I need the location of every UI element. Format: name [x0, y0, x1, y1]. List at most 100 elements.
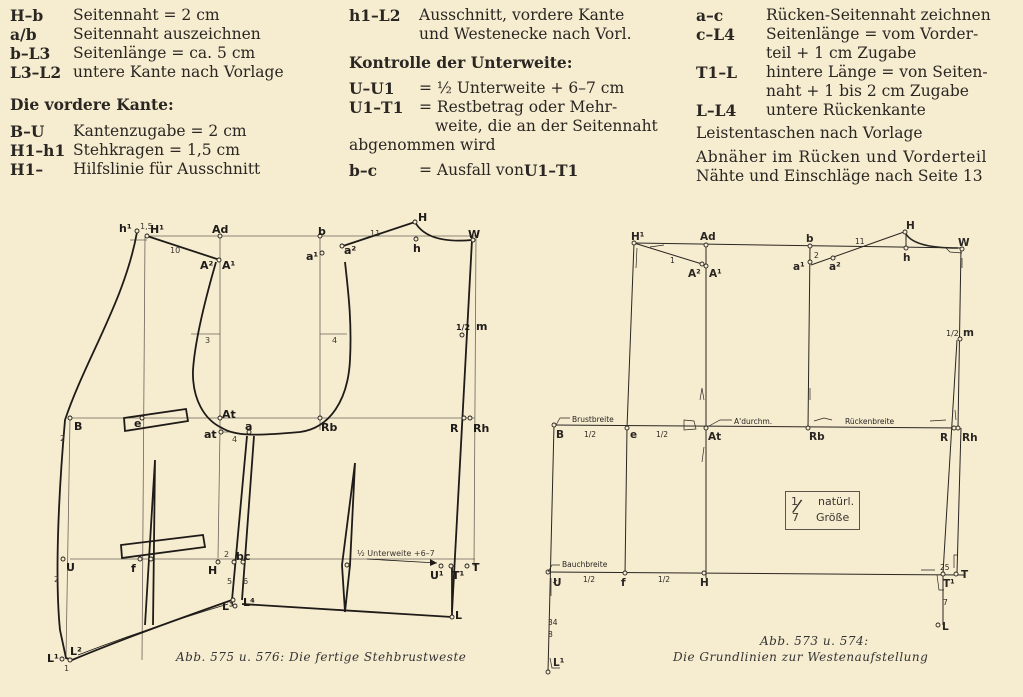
- legend-continuation: abgenommen wird: [349, 136, 496, 154]
- point-label: U: [553, 577, 562, 589]
- section-heading: Die vordere Kante:: [10, 95, 174, 114]
- point-label: h: [903, 252, 910, 264]
- note-paragraph: Abnäher im Rücken und Vorderteil: [696, 148, 987, 166]
- legend-continuation: weite, die an der Seitennaht: [435, 117, 658, 135]
- point-label: e: [630, 429, 637, 441]
- legend-row: L3–L2 untere Kante nach Vorlage: [10, 63, 284, 82]
- measure-label: 2: [60, 434, 65, 443]
- point-label: Ad: [700, 231, 716, 243]
- measure-label: 1,5: [140, 222, 153, 231]
- measure-label: 2: [54, 575, 59, 584]
- legend-value: Seitenlänge = vom Vorder-: [766, 25, 979, 43]
- legend-key: B–U: [10, 122, 45, 141]
- point-label: e: [134, 417, 141, 430]
- legend-value: Ausschnitt, vordere Kante: [419, 6, 625, 24]
- annotation-label: Rückenbreite: [845, 417, 895, 426]
- point-label: H: [208, 564, 217, 577]
- point-label: R: [940, 432, 948, 444]
- legend-key: L3–L2: [10, 63, 62, 82]
- point-label: H: [906, 220, 915, 232]
- scale-fraction-den: 7: [792, 511, 799, 524]
- point-label: b: [318, 225, 326, 238]
- legend-value: Seitennaht = 2 cm: [73, 6, 220, 24]
- legend-row: c–L4 Seitenlänge = vom Vorder-: [696, 25, 991, 44]
- point-label: A¹: [709, 268, 722, 280]
- point-label: b: [236, 550, 244, 563]
- point-label: f: [131, 562, 136, 575]
- measure-label: 8: [548, 630, 553, 639]
- measure-label: 1: [670, 256, 675, 265]
- legend-key: h1–L2: [349, 6, 401, 25]
- point-label: W: [468, 228, 480, 241]
- legend-key: H–b: [10, 6, 44, 25]
- text-column-2: h1–L2 Ausschnitt, vordere Kante und Weste…: [349, 6, 658, 180]
- point-label: a¹: [306, 250, 318, 263]
- scale-line-2: Größe: [816, 511, 850, 524]
- point-label: L: [455, 609, 462, 622]
- point-label: Rb: [809, 431, 825, 443]
- point-label: L¹: [553, 657, 565, 669]
- point-label: U¹: [430, 569, 444, 582]
- point-label: L¹: [47, 652, 59, 665]
- legend-row: H1– Hilfslinie für Ausschnitt: [10, 160, 284, 179]
- legend-row: H–b Seitennaht = 2 cm: [10, 6, 284, 25]
- point-label: m: [476, 320, 487, 333]
- point-label: h: [413, 242, 421, 255]
- legend-value: Stehkragen = 1,5 cm: [73, 141, 240, 159]
- point-label: Rb: [321, 421, 337, 434]
- point-label: a²: [829, 261, 841, 273]
- legend-value: untere Rückenkante: [766, 101, 926, 119]
- legend-continuation: und Westenecke nach Vorl.: [419, 25, 632, 43]
- point-label: a: [245, 420, 252, 433]
- legend-key: U–U1: [349, 79, 395, 98]
- measure-label: 3: [205, 336, 210, 345]
- measure-label: 7: [943, 598, 948, 607]
- legend-row: U–U1= ½ Unterweite + 6–7 cm: [349, 79, 658, 98]
- point-label: b: [806, 233, 814, 245]
- point-label: T¹: [452, 569, 465, 582]
- measure-label: 10: [170, 246, 180, 255]
- point-label: Rh: [473, 422, 489, 435]
- legend-value: Rücken-Seitennaht zeichnen: [766, 6, 991, 24]
- legend-value: = Ausfall von: [419, 161, 524, 179]
- legend-value: Seitennaht auszeichnen: [73, 25, 261, 43]
- point-label: f: [621, 577, 626, 589]
- legend-value: Hilfslinie für Ausschnitt: [73, 160, 261, 178]
- point-label: H¹: [150, 223, 164, 236]
- measure-label: 2: [814, 251, 819, 260]
- measure-label: 34: [548, 618, 558, 627]
- point-label: m: [963, 327, 974, 339]
- legend-row: U1–T1 = Restbetrag oder Mehr-: [349, 98, 658, 117]
- point-label: W: [958, 237, 970, 249]
- measure-label: 11: [855, 237, 865, 246]
- point-label: H: [700, 577, 709, 589]
- scale-line-1: natürl.: [818, 495, 855, 508]
- legend-value: untere Kante nach Vorlage: [73, 63, 284, 81]
- point-label: A²: [200, 259, 214, 272]
- legend-key: b–L3: [10, 44, 51, 63]
- point-label: A¹: [222, 259, 236, 272]
- point-label: At: [708, 431, 721, 443]
- annotation-label: Brustbreite: [572, 415, 614, 424]
- measure-label: 11: [370, 229, 380, 238]
- point-label: U: [66, 561, 75, 574]
- legend-key: H1–h1: [10, 141, 66, 160]
- scale-fraction-num: 1: [791, 495, 798, 508]
- point-label: L⁴: [243, 596, 255, 609]
- note-paragraph: Nähte und Einschläge nach Seite 13: [696, 167, 983, 185]
- point-label: T: [961, 569, 969, 581]
- legend-key: H1–: [10, 160, 44, 179]
- point-label: a¹: [793, 261, 805, 273]
- measure-label: 1/2: [583, 575, 595, 584]
- measure-label: 1/2: [946, 329, 959, 338]
- legend-value: = Restbetrag oder Mehr-: [419, 98, 618, 116]
- legend-key: b–c: [349, 161, 378, 180]
- legend-key: c–L4: [696, 25, 735, 44]
- legend-key: U1–T1: [349, 98, 404, 117]
